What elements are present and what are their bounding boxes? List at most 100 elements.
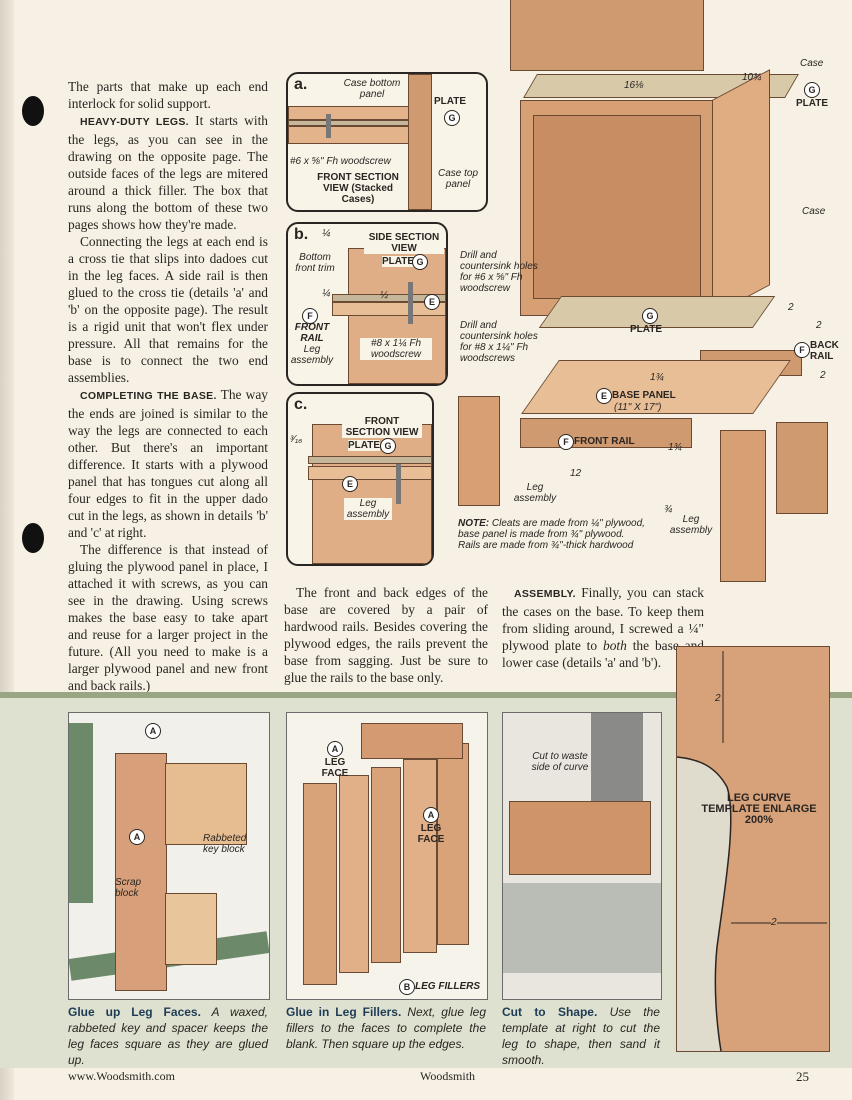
clamp-bar: [69, 723, 93, 903]
screw-icon: [408, 282, 413, 324]
detail-letter: c.: [294, 396, 308, 413]
label: LEG FACE: [321, 757, 349, 779]
label: Case top panel: [437, 168, 479, 190]
label: LEG FACE: [417, 823, 445, 845]
part-badge: F: [794, 342, 810, 358]
leg-filler-board: [403, 759, 437, 953]
part-badge: E: [596, 388, 612, 404]
detail-letter: a.: [294, 76, 308, 93]
scrap-block: [165, 893, 217, 965]
label: Leg assembly: [669, 514, 713, 536]
screw-icon: [396, 464, 401, 504]
photo-cut-to-shape: Cut to waste side of curve: [502, 712, 662, 1000]
leg-face: [115, 753, 167, 991]
label: Scrap block: [115, 877, 142, 899]
bandsaw-guide: [591, 713, 643, 809]
part-badge: B: [399, 979, 415, 995]
rabbeted-key-block: [165, 763, 247, 845]
label: Leg assembly: [513, 482, 557, 504]
case-interior: [533, 115, 701, 299]
leg-assembly-back: [776, 422, 828, 514]
caption-text: Use the template at right to cut the leg…: [502, 1005, 660, 1067]
caption-cut-to-shape: Cut to Shape. Use the template at right …: [502, 1004, 660, 1068]
part-badge: G: [444, 110, 460, 126]
run-in-heading: COMPLETING THE BASE.: [80, 390, 217, 402]
note: Drill and countersink holes for #8 x 1¼"…: [460, 320, 538, 364]
label: Cut to waste side of curve: [531, 751, 589, 773]
dimension: 1¾: [650, 372, 664, 383]
part-badge: G: [642, 308, 658, 324]
part-badge: F: [558, 434, 574, 450]
leg-assembly-section: [348, 248, 446, 384]
label: PLATE: [796, 98, 829, 109]
label: #6 x ⅝" Fh woodscrew: [290, 156, 391, 167]
dimension: ¾: [664, 504, 673, 515]
dimension: ³⁄₁₆: [290, 434, 303, 445]
photo-glue-leg-faces: A A Rabbeted key block Scrap block: [68, 712, 270, 1000]
part-badge: A: [327, 741, 343, 757]
label: Case: [802, 206, 826, 217]
paragraph: The difference is that instead of gluing…: [68, 542, 268, 693]
leg-face-board: [437, 743, 469, 945]
template-curve: [677, 647, 827, 1051]
page-number: 25: [796, 1069, 809, 1084]
dimension: 10¾: [742, 72, 762, 83]
article-column-1: The parts that make up each end interloc…: [68, 78, 268, 694]
dimension: ¼: [322, 288, 331, 299]
label: Leg assembly: [344, 498, 392, 520]
screw-icon: [326, 114, 331, 138]
dimension: 12: [570, 468, 582, 479]
caption-glue-leg-fillers: Glue in Leg Fillers. Next, glue leg fill…: [286, 1004, 486, 1052]
part-badge: A: [129, 829, 145, 845]
run-in-heading: ASSEMBLY.: [514, 588, 576, 600]
detail-c: c. FRONT SECTION VIEW ³⁄₁₆ PLATE G E Leg…: [286, 392, 434, 566]
upper-case: [510, 0, 704, 71]
case-side: [712, 69, 770, 316]
paragraph-text: ¼": [688, 621, 704, 636]
emphasis: both: [603, 638, 627, 653]
label: PLATE: [348, 440, 381, 451]
note: Drill and countersink holes for #6 x ⅝" …: [460, 250, 538, 294]
label: PLATE: [630, 324, 663, 335]
leg-assembly-left: [458, 396, 500, 506]
front-rail: [520, 418, 692, 448]
case-side: [408, 74, 432, 210]
dimension: 2: [788, 302, 794, 313]
detail-a: a. Case bottom panel PLATE G #6 x ⅝" Fh …: [286, 72, 488, 212]
detail-letter: b.: [294, 226, 309, 243]
paragraph: ASSEMBLY. Finally, you can stack the cas…: [502, 584, 704, 671]
label: PLATE: [434, 96, 467, 107]
dimension: ½: [380, 290, 389, 301]
base-panel: [332, 302, 446, 316]
caption-text: A waxed, rabbeted key and spacer keeps t…: [68, 1005, 268, 1067]
dimension: 2: [816, 320, 822, 331]
dimension: 2: [715, 693, 721, 704]
dimension: 2: [771, 917, 777, 928]
paragraph-text: plywood plate to: [502, 638, 603, 653]
label: FRONT RAIL: [574, 436, 635, 447]
bandsaw-table: [503, 883, 661, 973]
label: BASE PANEL: [612, 390, 676, 401]
article-column-2: The front and back edges of the base are…: [284, 584, 488, 686]
leg-face-board: [303, 783, 337, 985]
dimension: 16⅛: [624, 80, 644, 91]
note-label: NOTE:: [458, 518, 490, 529]
label: (11" X 17"): [614, 402, 662, 413]
caption-title: Cut to Shape.: [502, 1005, 598, 1019]
paragraph-text: The way the ends are joined is similar t…: [68, 387, 268, 540]
paragraph-text: It starts with the legs, as you can see …: [68, 113, 268, 232]
footer-magazine: Woodsmith: [420, 1069, 476, 1083]
part-badge: G: [804, 82, 820, 98]
part-badge: G: [380, 438, 396, 454]
leg-curve-template: 2 LEG CURVE TEMPLATE ENLARGE 200% 2: [676, 646, 830, 1052]
label: Rabbeted key block: [203, 833, 247, 855]
part-badge: F: [302, 308, 318, 324]
label: Case: [800, 58, 824, 69]
label: BACK RAIL: [810, 340, 839, 362]
part-badge: E: [424, 294, 440, 310]
illustration-glue-leg-fillers: A LEG FACE A LEG FACE B LEG FILLERS: [286, 712, 488, 1000]
label: FRONT RAIL: [294, 322, 330, 344]
caption-text: Next, glue leg fillers to the faces to c…: [286, 1005, 487, 1051]
dimension: ¼: [322, 228, 331, 239]
detail-b: b. ¼ SIDE SECTION VIEW Bottom front trim…: [286, 222, 448, 386]
